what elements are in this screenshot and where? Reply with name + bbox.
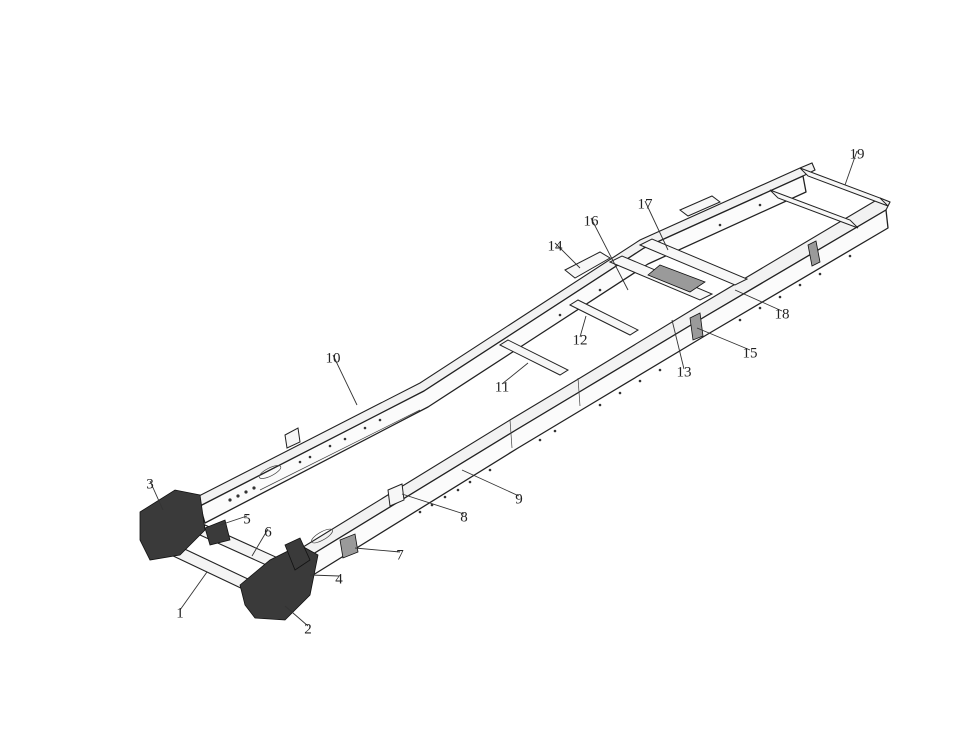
callout-leader-1	[179, 571, 208, 611]
callout-label-16: 16	[584, 213, 600, 229]
callout-leader-16	[590, 217, 629, 291]
hole-patterns	[228, 203, 852, 514]
callout-leader-4	[309, 574, 340, 577]
callout-leader-19	[844, 150, 858, 186]
callout-leader-11	[501, 362, 529, 385]
callout-leader-18	[734, 289, 783, 312]
front-brackets	[139, 489, 319, 621]
callout-leader-9	[461, 469, 520, 497]
cross-members	[498, 195, 749, 376]
callout-label-10: 10	[326, 350, 341, 366]
callout-leader-2	[284, 605, 309, 627]
callout-leader-7	[354, 547, 401, 553]
callout-label-7: 7	[396, 547, 404, 563]
callout-leader-5	[219, 515, 248, 526]
callout-label-18: 18	[775, 306, 790, 322]
callout-label-13: 13	[677, 364, 692, 380]
callout-label-15: 15	[743, 345, 758, 361]
callout-label-11: 11	[495, 379, 509, 395]
callout-label-1: 1	[176, 605, 184, 621]
rail-brackets	[284, 240, 821, 559]
callout-label-14: 14	[548, 238, 564, 254]
callout-label-3: 3	[146, 476, 154, 492]
callout-leader-13	[671, 319, 685, 370]
callout-label-17: 17	[638, 196, 654, 212]
callout-leader-6	[251, 528, 269, 557]
callout-label-19: 19	[850, 146, 865, 162]
callout-label-12: 12	[573, 332, 588, 348]
callout-label-2: 2	[304, 621, 312, 637]
callout-leader-10	[332, 354, 358, 406]
callout-label-6: 6	[264, 524, 272, 540]
callout-leader-3	[149, 480, 164, 511]
left-side-rail	[194, 162, 816, 524]
callout-label-4: 4	[335, 571, 343, 587]
callout-leader-14	[554, 242, 581, 269]
callout-label-5: 5	[243, 511, 251, 527]
callout-label-9: 9	[515, 491, 523, 507]
rear-end-crossmember	[769, 167, 889, 229]
callout-leader-15	[696, 327, 751, 351]
callout-leader-8	[401, 493, 465, 515]
callout-label-8: 8	[460, 509, 468, 525]
callout-leader-12	[579, 315, 587, 338]
callout-leader-17	[644, 200, 669, 251]
right-side-rail	[294, 197, 891, 581]
